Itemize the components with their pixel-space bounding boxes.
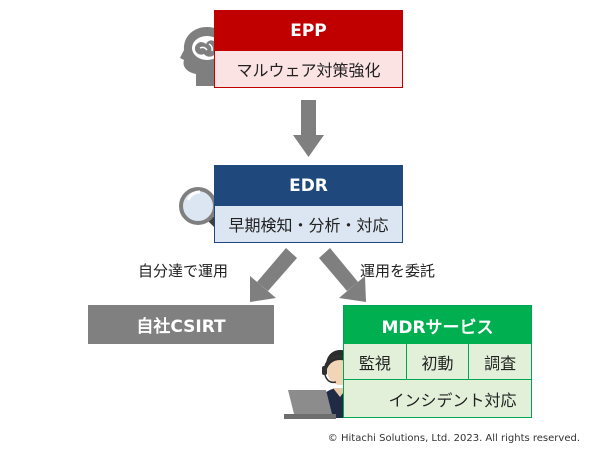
edr-subtitle: 早期検知・分析・対応 (228, 216, 389, 235)
epp-box: EPP マルウェア対策強化 (214, 10, 403, 88)
edr-box: EDR 早期検知・分析・対応 (214, 165, 403, 243)
branch-label-self: 自分達で運用 (138, 262, 229, 280)
mdr-service-monitoring: 監視 (344, 344, 407, 379)
csirt-box: 自社CSIRT (88, 305, 274, 344)
mdr-service-investigation: 調査 (484, 353, 517, 373)
arrow-edr-to-mdr (319, 248, 366, 302)
laptop-icon (284, 390, 336, 419)
mdr-service-initial-response: 初動 (407, 344, 470, 379)
copyright: © Hitachi Solutions, Ltd. 2023. All righ… (327, 433, 580, 444)
edr-title: EDR (215, 166, 402, 206)
mdr-footer: インシデント対応 (388, 390, 517, 410)
epp-title: EPP (215, 11, 402, 51)
mdr-service-row: 監視 初動 調査 (344, 344, 531, 380)
mdr-title: MDRサービス (344, 306, 531, 344)
arrow-epp-to-edr (293, 100, 324, 157)
arrow-edr-to-csirt (250, 248, 297, 302)
branch-label-outsource: 運用を委託 (360, 262, 436, 280)
mdr-box: MDRサービス 監視 初動 調査 インシデント対応 (343, 305, 532, 418)
epp-subtitle: マルウェア対策強化 (236, 61, 381, 80)
